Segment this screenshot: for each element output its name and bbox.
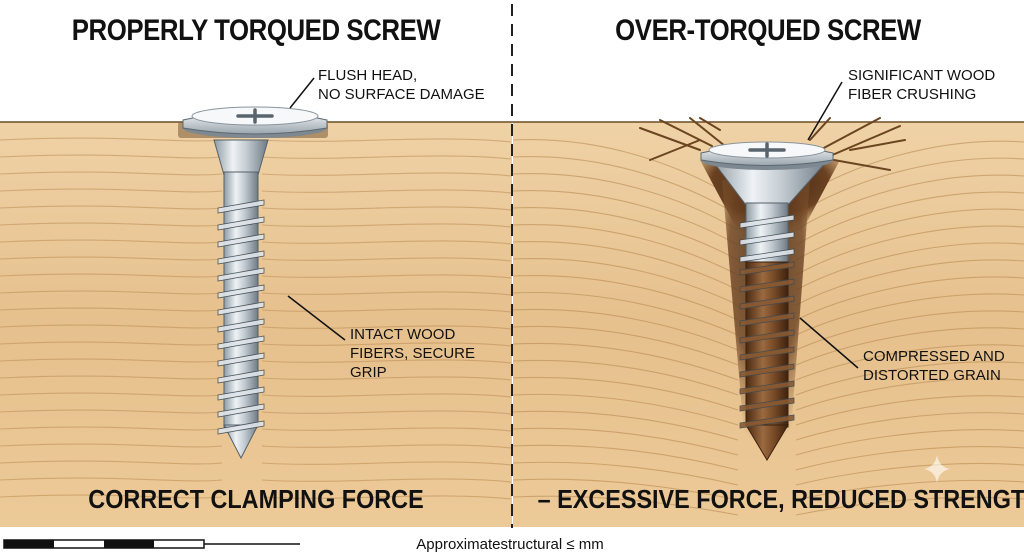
callout-distorted-grain: COMPRESSED AND DISTORTED GRAIN: [863, 348, 1005, 384]
title-overtorqued: OVER-TORQUED SCREW: [615, 14, 921, 47]
sparkle-icon: [924, 455, 950, 483]
wood-grain-left: [0, 137, 512, 500]
leader-distorted-grain: [799, 317, 859, 369]
scale-bar-label: Approximatestructural ≤ mm: [416, 536, 604, 553]
scale-bar: [3, 539, 300, 549]
wood-grain-right: [512, 139, 1024, 516]
caption-overtorqued: – EXCESSIVE FORCE, REDUCED STRENGTH: [537, 484, 1024, 514]
caption-proper: CORRECT CLAMPING FORCE: [88, 484, 424, 514]
callout-fiber-crushing: SIGNIFICANT WOOD FIBER CRUSHING: [848, 67, 996, 103]
leader-intact-fibers: [287, 295, 346, 341]
screw-overtorqued: [639, 117, 906, 461]
callout-intact-fibers: INTACT WOOD FIBERS, SECURE GRIP: [350, 326, 476, 381]
leader-flush-head: [289, 77, 315, 109]
title-proper: PROPERLY TORQUED SCREW: [71, 14, 441, 47]
callout-flush-head: FLUSH HEAD, NO SURFACE DAMAGE: [318, 67, 485, 103]
leader-fiber-crushing: [807, 81, 843, 141]
screw-proper: [178, 106, 328, 460]
